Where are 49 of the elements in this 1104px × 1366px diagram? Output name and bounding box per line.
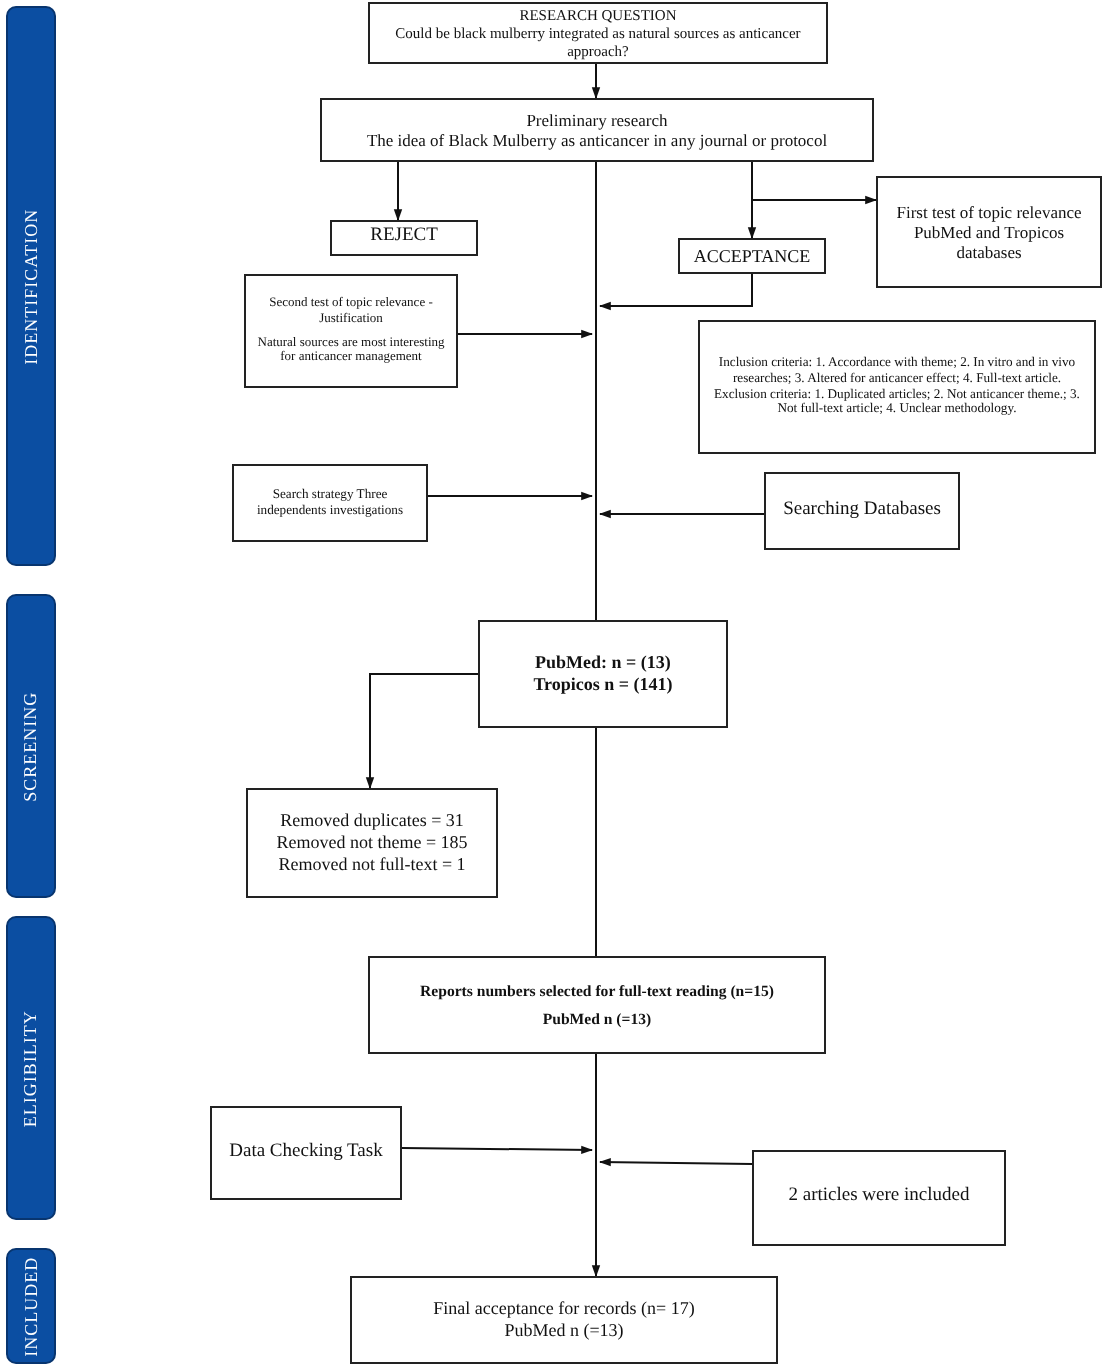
arrow xyxy=(427,491,594,501)
box-text: 2 articles were included xyxy=(788,1186,970,1210)
stage-label: INCLUDED xyxy=(20,1256,42,1356)
box-text: Tropicos n = (141) xyxy=(533,674,673,696)
arrow xyxy=(591,1053,601,1278)
process-box xyxy=(244,274,458,388)
stage-band xyxy=(6,1248,56,1364)
box-text: Final acceptance for records (n= 17) xyxy=(433,1298,695,1320)
stage-band xyxy=(6,916,56,1220)
stage-label: IDENTIFICATION xyxy=(20,208,42,364)
process-box xyxy=(368,956,826,1054)
arrow xyxy=(457,329,594,339)
process-box xyxy=(678,238,826,274)
process-box xyxy=(478,620,728,728)
stage-band xyxy=(6,6,56,566)
box-text: Removed duplicates = 31 xyxy=(280,810,464,833)
process-box xyxy=(350,1276,778,1364)
box-text: REJECT xyxy=(370,226,438,250)
process-box xyxy=(232,464,428,542)
box-text: Removed not full-text = 1 xyxy=(278,853,466,876)
process-box xyxy=(876,176,1102,288)
arrow xyxy=(598,1157,753,1167)
process-box xyxy=(330,220,478,256)
box-text: Removed not theme = 185 xyxy=(276,832,468,854)
box-text: PubMed n (=13) xyxy=(504,1320,624,1342)
process-box xyxy=(246,788,498,898)
box-text: Data Checking Task xyxy=(229,1141,383,1165)
stage-label: ELIGIBILITY xyxy=(20,1009,42,1127)
box-text: ACCEPTANCE xyxy=(693,245,811,267)
arrow xyxy=(393,161,403,222)
box-text: Searching Databases xyxy=(783,499,941,523)
arrow xyxy=(598,509,765,519)
process-box xyxy=(320,98,874,162)
arrow xyxy=(598,273,753,311)
box-text: First test of topic relevance PubMed and Tropicos databases xyxy=(894,201,1084,263)
box-text: Preliminary research xyxy=(526,109,668,130)
arrow xyxy=(365,673,479,790)
process-box xyxy=(210,1106,402,1200)
arrow xyxy=(591,63,601,100)
process-box xyxy=(752,1150,1006,1246)
arrow xyxy=(401,1145,594,1155)
box-text: PubMed: n = (13) xyxy=(535,652,671,674)
stage-band xyxy=(6,594,56,898)
process-box xyxy=(698,320,1096,454)
process-box xyxy=(764,472,960,550)
stage-label: SCREENING xyxy=(20,690,42,801)
arrow xyxy=(751,161,878,205)
process-box xyxy=(368,2,828,64)
box-text: The idea of Black Mulberry as anticancer in any journal or protocol xyxy=(366,130,828,151)
